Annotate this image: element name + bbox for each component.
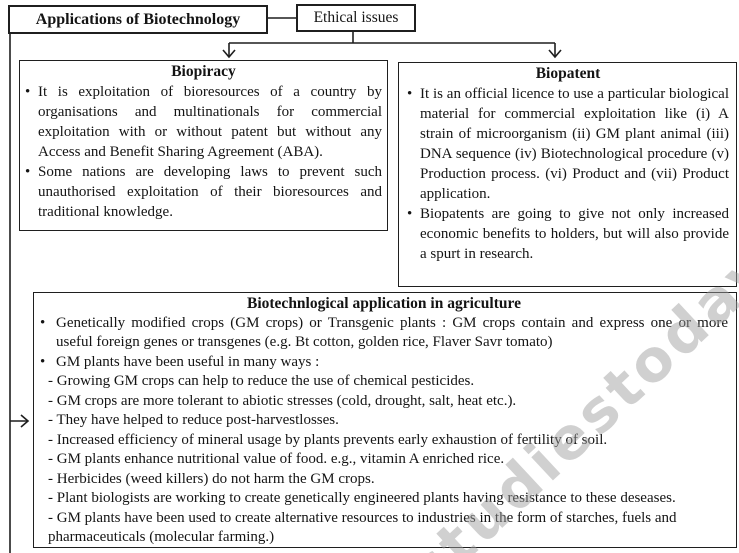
bullet-icon: • bbox=[407, 86, 413, 102]
list-item: • Biopatents are going to give not only … bbox=[407, 204, 729, 264]
list-item: • Genetically modified crops (GM crops) … bbox=[40, 314, 728, 353]
bullet-icon: • bbox=[25, 84, 31, 100]
list-item: - GM crops are more tolerant to abiotic … bbox=[48, 392, 517, 409]
biopiracy-box: Biopiracy • It is exploitation of biores… bbox=[19, 60, 388, 231]
applications-title: Applications of Biotechnology bbox=[35, 10, 241, 28]
list-item: - They have helped to reduce post-harves… bbox=[48, 412, 339, 428]
list-item: - GM plants have been used to create alt… bbox=[48, 509, 677, 546]
ethical-issues-box: Ethical issues bbox=[296, 4, 416, 32]
ethical-issues-label: Ethical issues bbox=[313, 9, 399, 26]
biopiracy-bullet-1: It is exploitation of bioresources of a … bbox=[38, 84, 382, 160]
bullet-icon: • bbox=[40, 353, 46, 370]
arrowhead-agriculture-icon bbox=[20, 414, 30, 428]
biopatent-box: Biopatent • It is an official licence to… bbox=[398, 62, 737, 287]
list-item: • It is an official licence to use a par… bbox=[407, 84, 729, 204]
list-item: - Growing GM crops can help to reduce th… bbox=[48, 373, 475, 389]
arrowhead-biopatent-icon bbox=[548, 49, 562, 59]
list-item: - Herbicides (weed killers) do not harm … bbox=[48, 470, 375, 487]
biopatent-bullet-1: It is an official licence to use a parti… bbox=[420, 86, 729, 202]
arrowhead-biopiracy-icon bbox=[222, 49, 236, 59]
bullet-icon: • bbox=[407, 206, 413, 222]
list-item: • It is exploitation of bioresources of … bbox=[25, 82, 382, 162]
biopatent-bullet-2: Biopatents are going to give not only in… bbox=[420, 206, 729, 262]
agriculture-box: Biotechnlogical application in agricultu… bbox=[33, 292, 737, 548]
agriculture-bullet-1: Genetically modified crops (GM crops) or… bbox=[56, 314, 728, 351]
list-item: • GM plants have been useful in many way… bbox=[40, 353, 728, 373]
agriculture-bullet-2: GM plants have been useful in many ways … bbox=[56, 353, 320, 370]
applications-of-biotechnology-box: Applications of Biotechnology bbox=[8, 5, 268, 34]
biopatent-title: Biopatent bbox=[535, 65, 601, 82]
list-item: • Some nations are developing laws to pr… bbox=[25, 162, 382, 222]
list-item: - GM plants enhance nutritional value of… bbox=[48, 451, 505, 467]
biopiracy-title: Biopiracy bbox=[171, 63, 236, 80]
bullet-icon: • bbox=[40, 314, 46, 331]
agriculture-title: Biotechnlogical application in agricultu… bbox=[247, 295, 521, 312]
list-item: - Plant biologists are working to create… bbox=[48, 490, 676, 506]
bullet-icon: • bbox=[25, 164, 31, 180]
biopiracy-bullet-2: Some nations are developing laws to prev… bbox=[38, 164, 382, 220]
list-item: - Increased efficiency of mineral usage … bbox=[48, 431, 608, 448]
